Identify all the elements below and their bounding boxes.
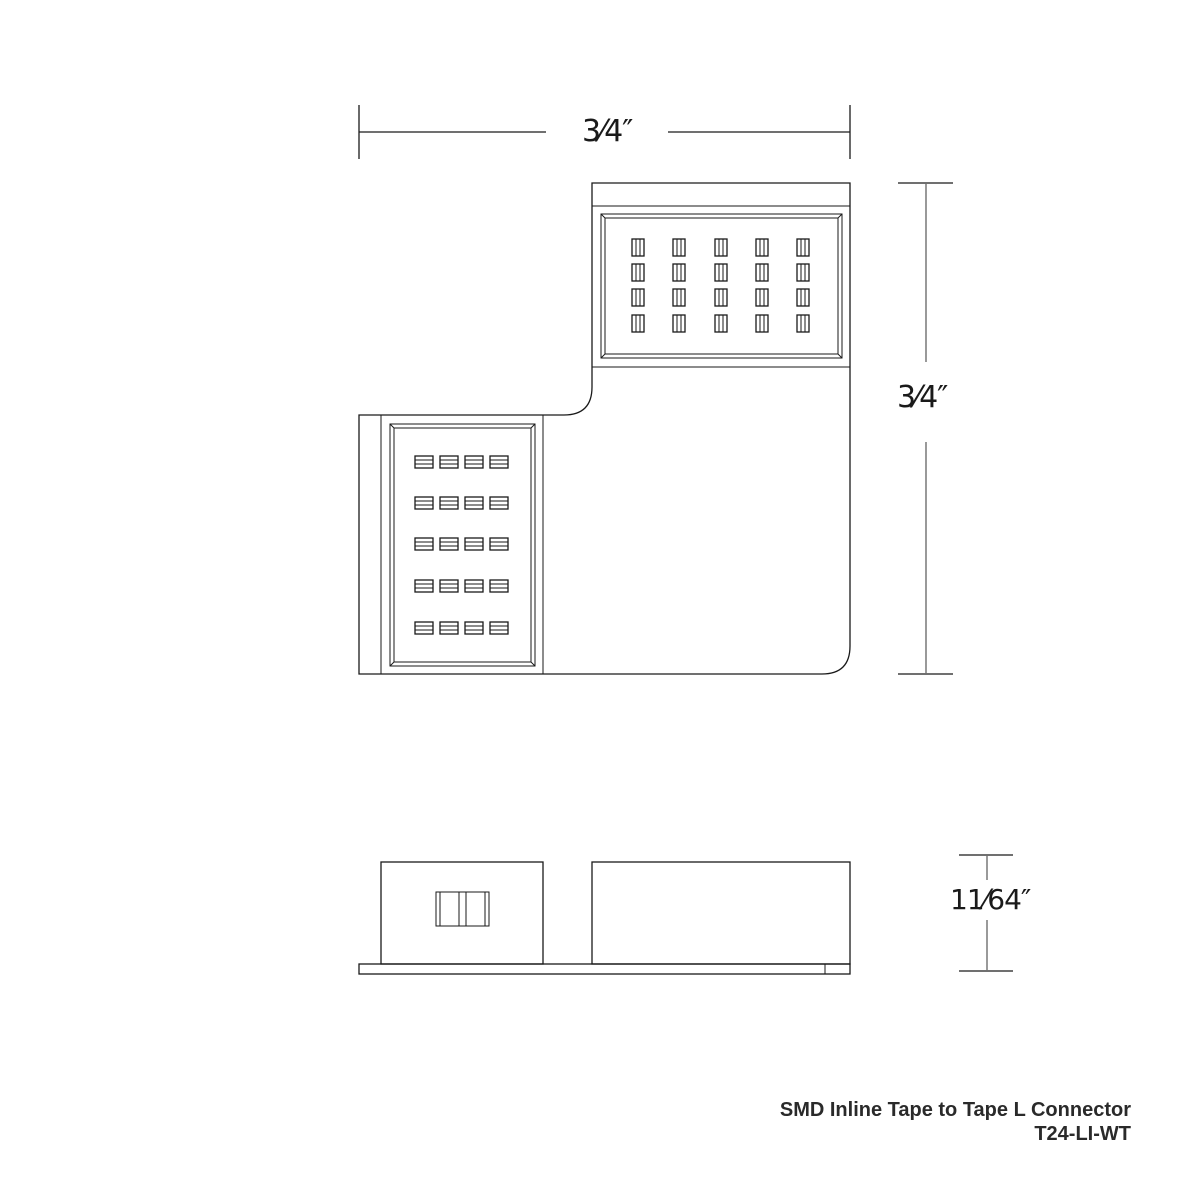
contact-pad: [439, 621, 459, 635]
contact-pad: [631, 263, 645, 282]
contact-pad: [796, 263, 810, 282]
side-contact-pad: [435, 891, 490, 927]
upper-arm-contact-grid: [631, 238, 810, 333]
contact-pad: [414, 455, 434, 469]
contact-pad: [464, 537, 484, 551]
title-block: SMD Inline Tape to Tape L Connector T24-…: [780, 1098, 1131, 1146]
contact-pad: [414, 621, 434, 635]
contact-pad: [414, 496, 434, 510]
contact-pad: [755, 288, 769, 307]
contact-pad: [796, 238, 810, 257]
contact-pad: [464, 455, 484, 469]
contact-pad: [755, 314, 769, 333]
drawing-title: SMD Inline Tape to Tape L Connector: [779, 1099, 1131, 1121]
contact-pad: [672, 263, 686, 282]
contact-pad: [714, 263, 728, 282]
contact-pad: [796, 288, 810, 307]
contact-pad: [714, 238, 728, 257]
connector-side-view: [358, 861, 851, 975]
height-dimension-line: [898, 182, 953, 675]
contact-pad: [672, 314, 686, 333]
contact-pad: [489, 579, 509, 593]
contact-pad: [439, 496, 459, 510]
contact-pad: [414, 579, 434, 593]
contact-pad: [489, 496, 509, 510]
side-height-dimension-line: [959, 854, 1013, 972]
contact-pad: [464, 621, 484, 635]
left-arm-contact-grid: [414, 455, 509, 635]
contact-pad: [489, 537, 509, 551]
width-dimension-label: 3⁄4″: [582, 114, 633, 149]
contact-pad: [755, 263, 769, 282]
contact-pad: [631, 314, 645, 333]
contact-pad: [714, 288, 728, 307]
contact-pad: [755, 238, 769, 257]
contact-pad: [464, 579, 484, 593]
side-height-dimension-label: 11⁄64″: [950, 883, 1031, 916]
contact-pad: [631, 238, 645, 257]
contact-pad: [714, 314, 728, 333]
contact-pad: [672, 288, 686, 307]
contact-pad: [489, 455, 509, 469]
contact-pad: [672, 238, 686, 257]
contact-pad: [414, 537, 434, 551]
connector-top-view: [358, 182, 851, 675]
height-dimension-label: 3⁄4″: [897, 380, 948, 415]
contact-pad: [464, 496, 484, 510]
contact-pad: [439, 455, 459, 469]
part-number: T24-LI-WT: [1034, 1123, 1131, 1145]
contact-pad: [439, 579, 459, 593]
contact-pad: [489, 621, 509, 635]
contact-pad: [439, 537, 459, 551]
contact-pad: [796, 314, 810, 333]
width-dimension-line: [358, 105, 851, 159]
contact-pad: [631, 288, 645, 307]
